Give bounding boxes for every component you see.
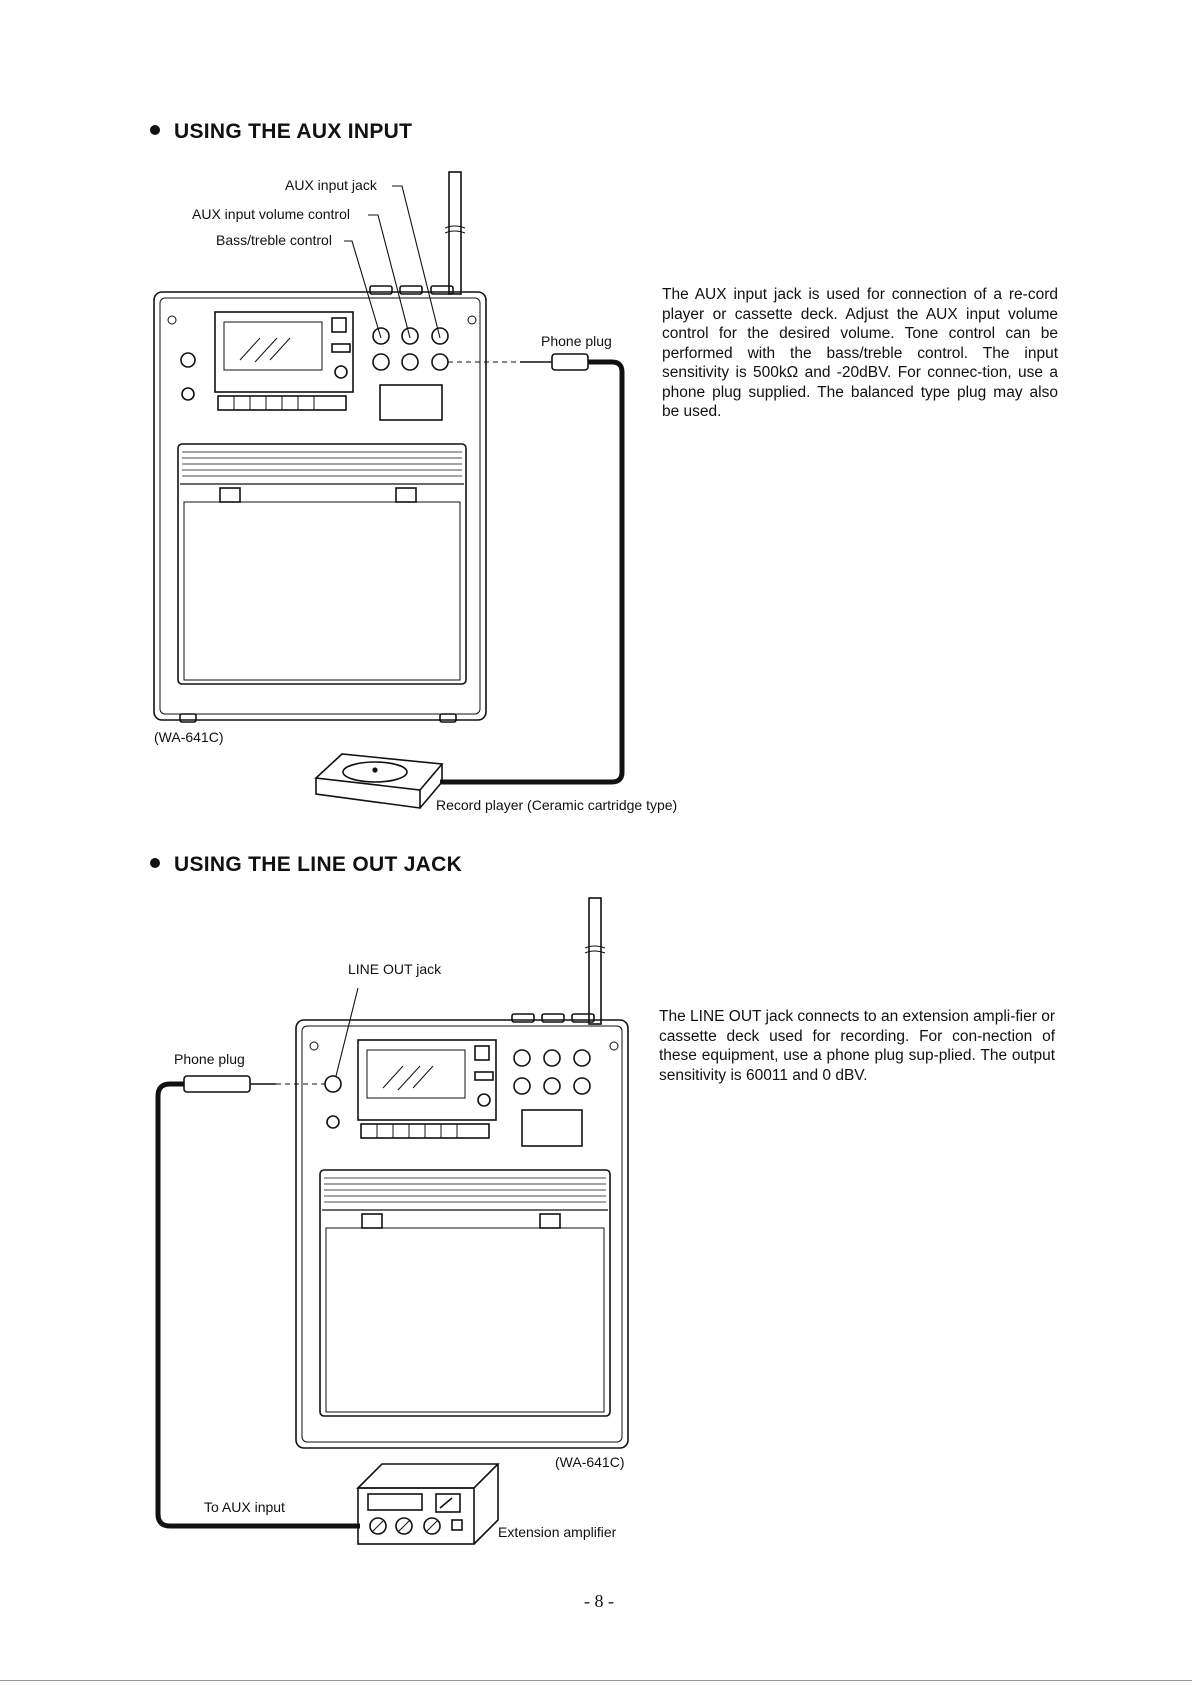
label-aux-input-jack: AUX input jack	[285, 177, 377, 193]
cassette-deck-icon	[214, 311, 354, 393]
label-record-player: Record player (Ceramic cartridge type)	[436, 797, 678, 813]
label-to-aux-input: To AUX input	[204, 1499, 285, 1515]
line-out-jack-icon	[324, 1075, 342, 1093]
label-model-2: (WA-641C)	[555, 1454, 625, 1470]
bullet-icon	[150, 125, 160, 136]
knob-icon	[372, 327, 390, 345]
antenna-icon	[588, 897, 602, 1025]
page-number: - 8 -	[584, 1591, 614, 1611]
line-out-description: The LINE OUT jack connects to an extensi…	[659, 1008, 1055, 1084]
label-phone-plug-1: Phone plug	[541, 333, 612, 349]
antenna-icon	[448, 171, 462, 295]
label-model-1: (WA-641C)	[154, 729, 224, 745]
knob-icon	[431, 327, 449, 345]
aux-input-description: The AUX input jack is used for connectio…	[662, 286, 1058, 420]
wa641c-unit-icon	[153, 291, 487, 721]
page-bottom-rule	[0, 1680, 1192, 1681]
section-heading-line-out-text: USING THE LINE OUT JACK	[174, 853, 463, 876]
phone-plug-icon	[183, 1075, 251, 1093]
section-heading-aux-input-text: USING THE AUX INPUT	[174, 120, 413, 143]
label-aux-volume: AUX input volume control	[192, 206, 350, 222]
extension-amplifier-icon	[356, 1463, 500, 1545]
label-bass-treble: Bass/treble control	[216, 232, 332, 248]
wa641c-unit-icon	[295, 1019, 629, 1449]
section-heading-line-out: USING THE LINE OUT JACK	[150, 853, 462, 877]
aux-input-diagram	[153, 171, 625, 809]
section-heading-aux-input: USING THE AUX INPUT	[150, 120, 412, 144]
label-phone-plug-2: Phone plug	[174, 1051, 245, 1067]
knob-icon	[372, 353, 390, 371]
label-line-out-jack: LINE OUT jack	[348, 961, 442, 977]
knob-icon	[401, 327, 419, 345]
knob-icon	[401, 353, 419, 371]
label-extension-amplifier: Extension amplifier	[498, 1524, 617, 1540]
bullet-icon	[150, 858, 160, 869]
record-player-icon	[314, 753, 444, 809]
cassette-deck-icon	[357, 1039, 497, 1121]
